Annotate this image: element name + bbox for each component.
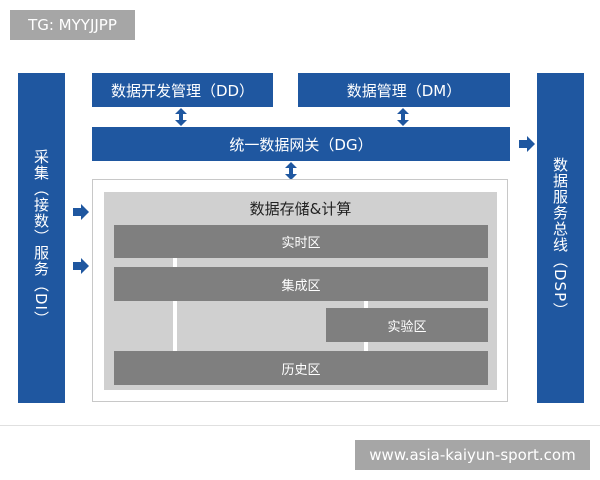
watermark-top: TG: MYYJJPP [10, 10, 135, 40]
zone-connector-line [173, 258, 177, 352]
arrow-right-icon [72, 204, 90, 220]
data-service-bus-panel: 数据服务总线（DSP） [537, 73, 584, 403]
experiment-zone: 实验区 [326, 308, 488, 342]
arrow-right-icon [72, 258, 90, 274]
arrow-right-icon [518, 136, 536, 152]
ingestion-service-label: 采集（接数）服务（DI） [32, 149, 50, 327]
bidirectional-arrow-icon [283, 161, 299, 181]
unified-data-gateway-box: 统一数据网关（DG） [92, 127, 510, 161]
integration-zone: 集成区 [114, 267, 488, 301]
separator-line [0, 425, 600, 426]
data-management-box: 数据管理（DM） [298, 73, 510, 107]
realtime-zone: 实时区 [114, 225, 488, 258]
data-service-bus-label: 数据服务总线（DSP） [551, 157, 569, 319]
storage-title: 数据存储&计算 [249, 199, 352, 218]
data-dev-management-box: 数据开发管理（DD） [92, 73, 273, 107]
bidirectional-arrow-icon [395, 107, 411, 127]
ingestion-service-panel: 采集（接数）服务（DI） [18, 73, 65, 403]
bidirectional-arrow-icon [173, 107, 189, 127]
watermark-bottom: www.asia-kaiyun-sport.com [355, 440, 590, 470]
history-zone: 历史区 [114, 351, 488, 385]
